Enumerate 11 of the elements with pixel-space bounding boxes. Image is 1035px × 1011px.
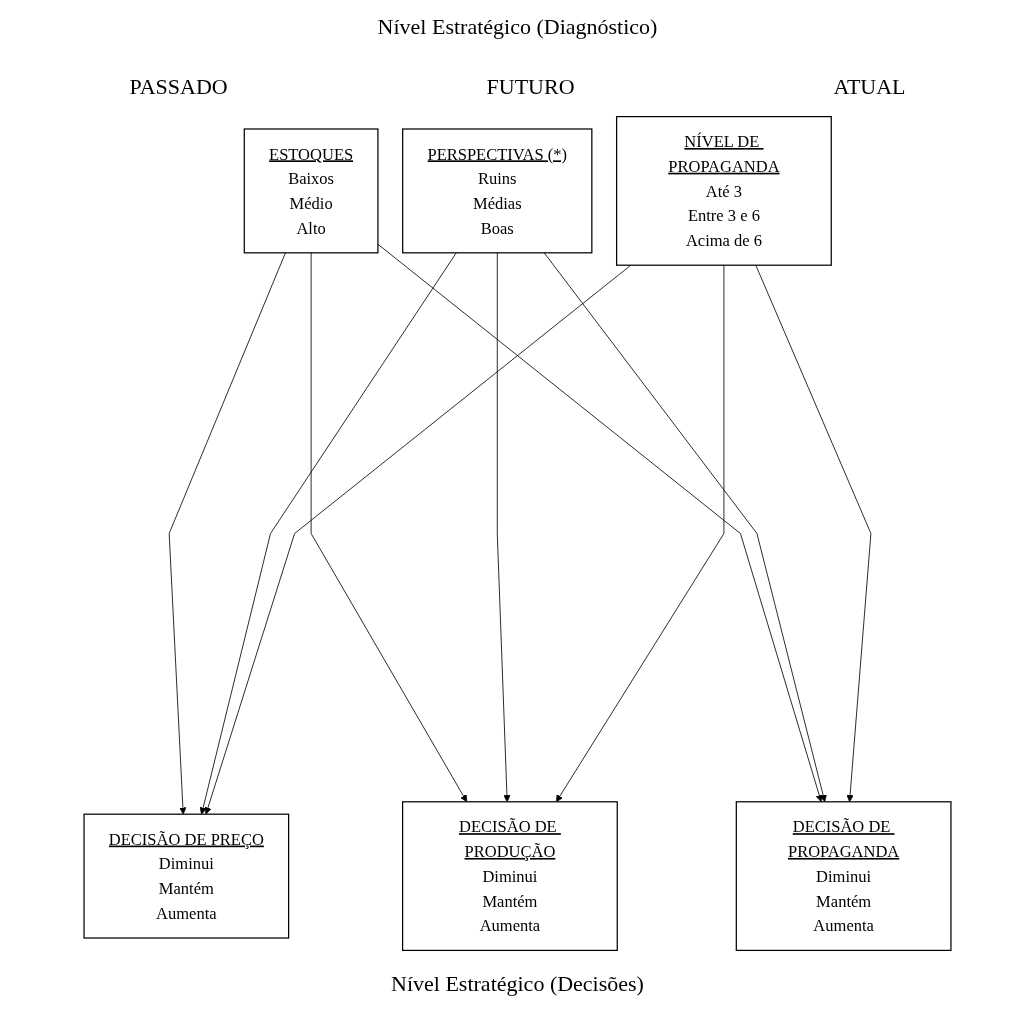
node-box: NÍVEL DE PROPAGANDA Até 3 Entre 3 e 6 Acima de 6 bbox=[616, 115, 832, 266]
node-box: DECISÃO DE PRODUÇÃO Diminui Mantém Aumenta bbox=[402, 801, 618, 951]
column-heading: PASSADO bbox=[129, 74, 228, 100]
diagram-title: Nível Estratégico (Diagnóstico) bbox=[377, 14, 658, 40]
diagram-caption: Nível Estratégico (Decisões) bbox=[391, 971, 644, 997]
node-box: DECISÃO DE PROPAGANDA Diminui Mantém Aumenta bbox=[735, 801, 952, 951]
column-heading: FUTURO bbox=[486, 74, 575, 100]
node-box: DECISÃO DE PREÇO Diminui Mantém Aumenta bbox=[83, 813, 290, 939]
node-box: ESTOQUES Baixos Médio Alto bbox=[243, 128, 379, 254]
column-heading: ATUAL bbox=[833, 74, 906, 100]
node-box: PERSPECTIVAS (*) Ruins Médias Boas bbox=[402, 128, 593, 254]
